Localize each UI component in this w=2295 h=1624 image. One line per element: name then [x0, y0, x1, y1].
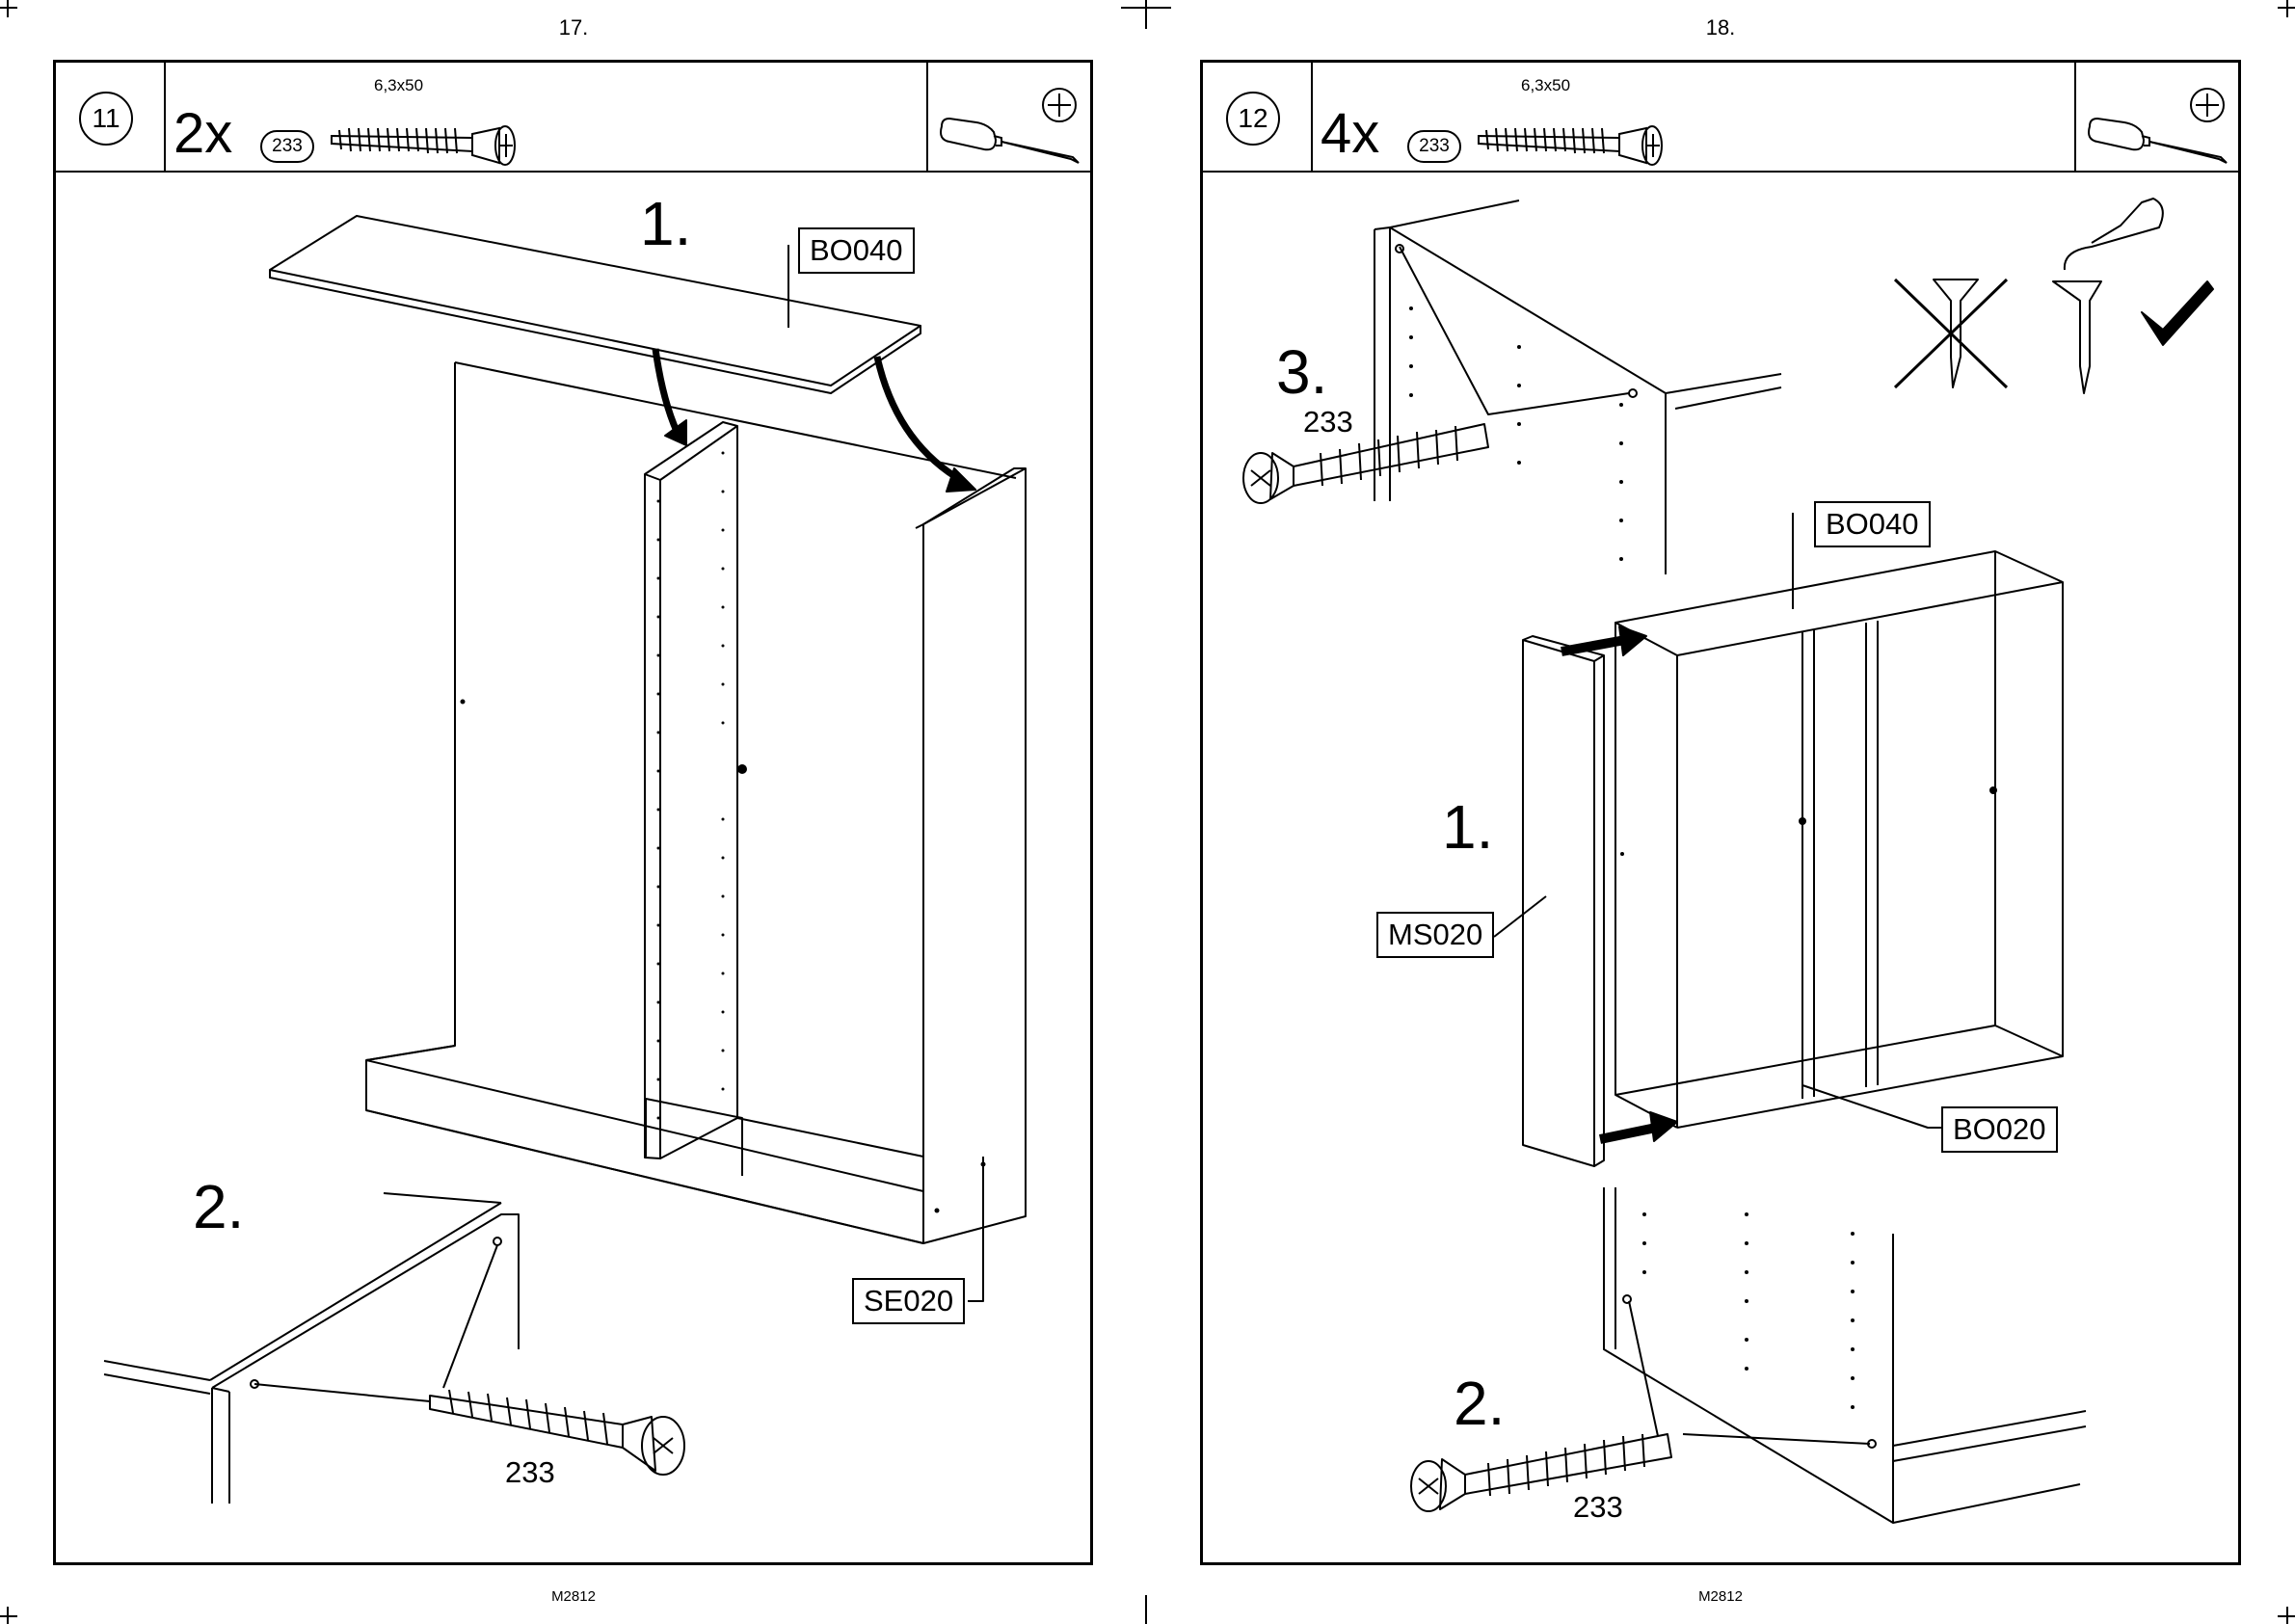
screw-part-number: 233	[1573, 1490, 1623, 1525]
drill-holes-right	[1409, 306, 1997, 1409]
substep-label: 1.	[1442, 796, 1493, 858]
substep-label: 3.	[1276, 341, 1327, 403]
screw-part-number: 233	[1303, 405, 1353, 439]
substep-label: 2.	[1454, 1372, 1505, 1434]
part-label-divider-panel: MS020	[1376, 912, 1494, 958]
checkmark-icon	[2142, 281, 2213, 345]
finger-icon	[2053, 199, 2163, 393]
cross-out-icon	[1895, 280, 2007, 387]
part-label-bottom-panel: BO020	[1941, 1106, 2058, 1153]
part-label-top-panel: BO040	[1814, 501, 1931, 547]
